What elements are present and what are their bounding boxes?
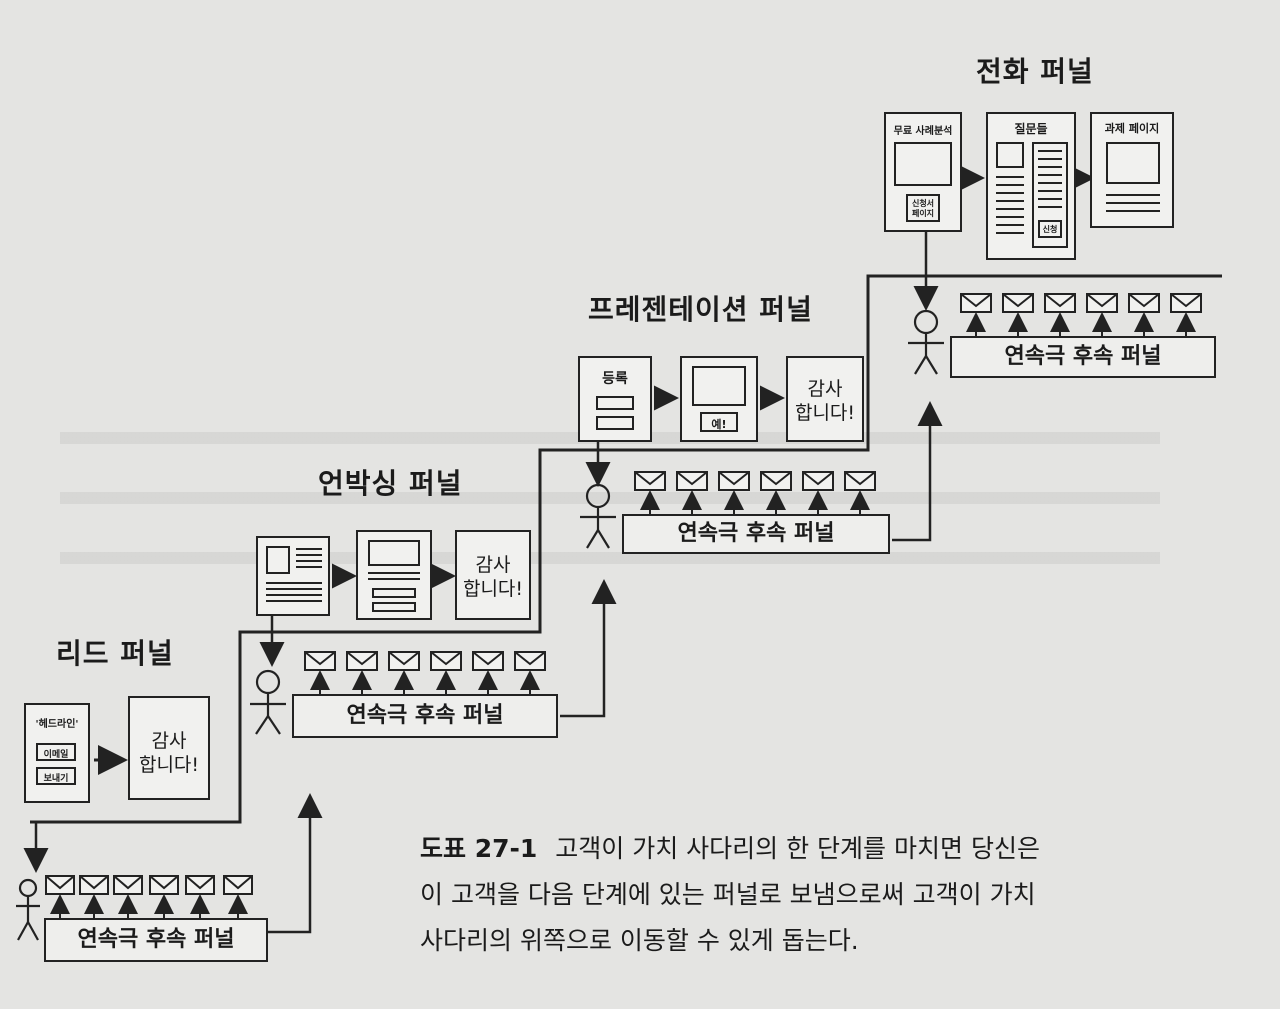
envelope-icon (960, 293, 992, 313)
stick-figure-icon (580, 483, 616, 549)
lead-landing-page: '헤드라인' 이메일 보내기 (24, 703, 90, 803)
thanks-line-2: 합니다! (462, 578, 524, 600)
envelope-icon (388, 651, 420, 671)
figure-caption: 도표 27-1 고객이 가치 사다리의 한 단계를 마치면 당신은 이 고객을 다… (420, 826, 1180, 964)
unboxing-video-page (356, 530, 432, 620)
unboxing-sales-page (256, 536, 330, 616)
caption-line-3: 사다리의 위쪽으로 이동할 수 있게 돕는다. (420, 926, 859, 955)
envelope-icon (514, 651, 546, 671)
envelope-icon (718, 471, 750, 491)
envelope-icon (1086, 293, 1118, 313)
envelope-icon (844, 471, 876, 491)
video-frame-icon (894, 142, 952, 186)
thanks-line-1: 감사 (475, 554, 511, 576)
envelope-icon (1170, 293, 1202, 313)
envelope-icon (304, 651, 336, 671)
unboxing-follow-up-funnel: 연속극 후속 퍼널 (292, 694, 558, 738)
envelope-icon (760, 471, 792, 491)
stick-figure-icon (16, 878, 40, 941)
phone-follow-up-funnel: 연속극 후속 퍼널 (950, 336, 1216, 378)
follow-up-label: 연속극 후속 퍼널 (77, 927, 235, 952)
send-label: 보내기 (43, 774, 69, 784)
application-line-1: 신청서 (911, 199, 935, 208)
video-frame-icon (1106, 142, 1160, 184)
presentation-video-page: 예! (680, 356, 758, 442)
caption-line-2: 이 고객을 다음 단계에 있는 퍼널로 보냄으로써 고객이 가치 (420, 880, 1036, 909)
envelope-icon (45, 875, 75, 895)
presentation-register-page: 등록 (578, 356, 652, 442)
email-label: 이메일 (43, 750, 69, 760)
lead-funnel-title: 리드 퍼널 (56, 637, 174, 670)
figure-number: 도표 27-1 (420, 834, 538, 863)
apply-button: 신청 (1038, 220, 1062, 238)
yes-label: 예! (711, 418, 727, 431)
follow-up-label: 연속극 후속 퍼널 (677, 521, 835, 546)
questions-page: 질문들 신청 (986, 112, 1076, 260)
envelope-icon (346, 651, 378, 671)
stick-figure-icon (908, 309, 944, 375)
envelope-icon (1128, 293, 1160, 313)
stick-figure-icon (250, 669, 286, 735)
unboxing-funnel-title: 언박싱 퍼널 (318, 467, 463, 500)
application-button: 신청서 페이지 (906, 194, 940, 222)
free-case-study-page: 무료 사례분석 신청서 페이지 (884, 112, 962, 232)
questions-label: 질문들 (1014, 122, 1048, 136)
envelope-icon (79, 875, 109, 895)
email-field: 이메일 (36, 743, 76, 761)
unboxing-thanks-page: 감사 합니다! (455, 530, 531, 620)
application-line-2: 페이지 (911, 209, 935, 218)
envelope-icon (149, 875, 179, 895)
envelope-icon (185, 875, 215, 895)
follow-up-label: 연속극 후속 퍼널 (346, 703, 504, 728)
assignment-page: 과제 페이지 (1090, 112, 1174, 228)
apply-label: 신청 (1042, 225, 1058, 234)
phone-funnel-title: 전화 퍼널 (976, 55, 1094, 88)
caption-line-1: 도표 27-1 고객이 가치 사다리의 한 단계를 마치면 당신은 (420, 826, 1180, 872)
envelope-icon (472, 651, 504, 671)
envelope-icon (634, 471, 666, 491)
envelope-icon (676, 471, 708, 491)
free-case-label: 무료 사례분석 (893, 126, 953, 137)
envelope-icon (1002, 293, 1034, 313)
thanks-line-2: 합니다! (138, 754, 200, 776)
assignment-label: 과제 페이지 (1104, 122, 1160, 135)
video-frame-icon (368, 540, 420, 566)
envelope-icon (802, 471, 834, 491)
presentation-thanks-page: 감사 합니다! (786, 356, 864, 442)
presentation-funnel-title: 프레젠테이션 퍼널 (588, 293, 813, 326)
video-frame-icon (692, 366, 746, 406)
lead-follow-up-funnel: 연속극 후속 퍼널 (44, 918, 268, 962)
headline-label: '헤드라인' (35, 719, 79, 730)
yes-button: 예! (700, 412, 738, 432)
video-frame-icon (996, 142, 1024, 168)
envelope-icon (1044, 293, 1076, 313)
thanks-line-2: 합니다! (794, 402, 856, 424)
send-button: 보내기 (36, 767, 76, 785)
thanks-line-1: 감사 (807, 378, 843, 400)
thanks-line-1: 감사 (151, 730, 187, 752)
presentation-follow-up-funnel: 연속극 후속 퍼널 (622, 514, 890, 554)
envelope-icon (113, 875, 143, 895)
follow-up-label: 연속극 후속 퍼널 (1004, 344, 1162, 369)
caption-text-1: 고객이 가치 사다리의 한 단계를 마치면 당신은 (555, 834, 1040, 863)
envelope-icon (430, 651, 462, 671)
envelope-icon (223, 875, 253, 895)
lead-thanks-page: 감사 합니다! (128, 696, 210, 800)
register-label: 등록 (602, 371, 628, 387)
